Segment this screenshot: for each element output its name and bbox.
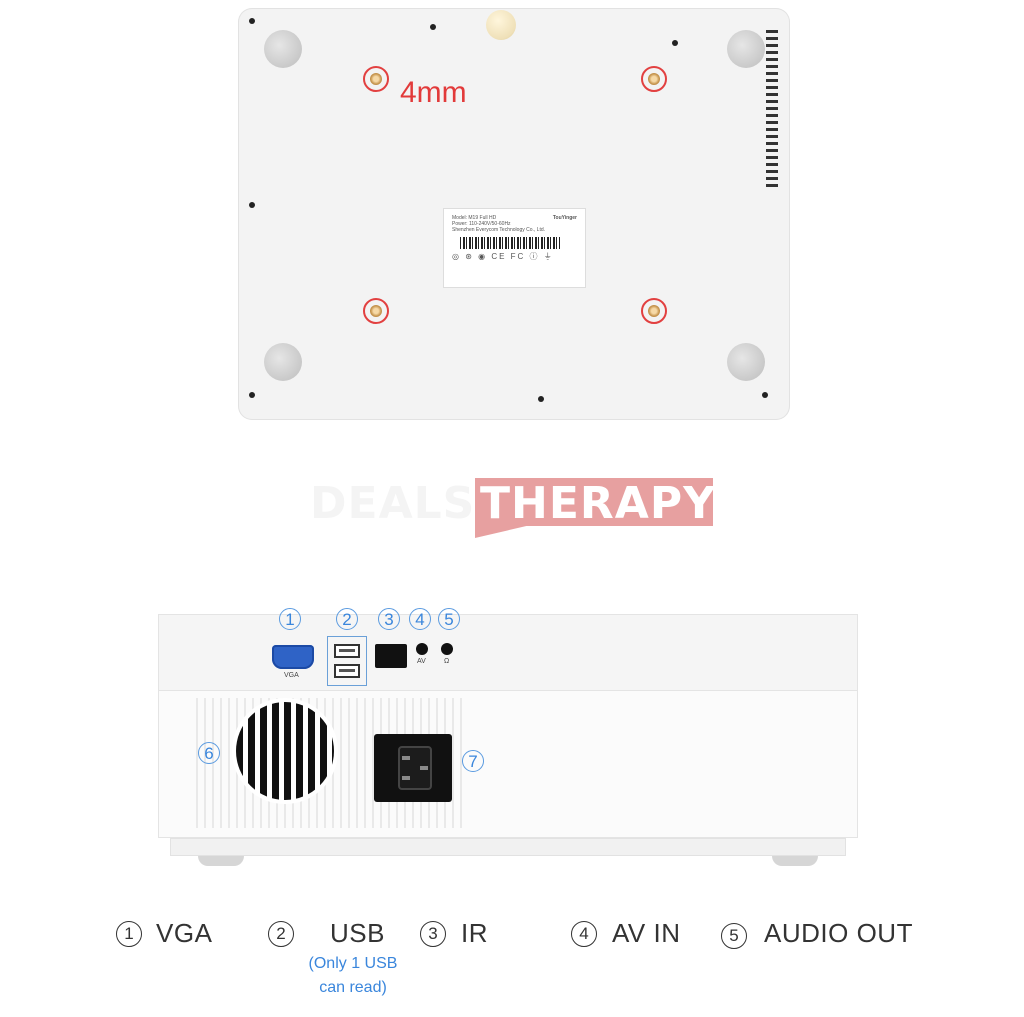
- audio-jack-label: Ω: [444, 658, 450, 665]
- screw: [249, 392, 255, 398]
- label-line-power: Power: 110-240V/50-60Hz: [452, 221, 511, 227]
- legend-text-ir: IR: [461, 918, 488, 948]
- screw: [538, 396, 544, 402]
- legend-text-vga: VGA: [156, 918, 213, 948]
- callout-4: 4: [409, 608, 431, 630]
- legend-text-audio-out: AUDIO OUT: [764, 918, 913, 948]
- vga-port: [272, 645, 314, 669]
- watermark-deals: DEALS: [310, 478, 476, 529]
- ir-receiver: [375, 644, 407, 668]
- watermark-banner-tail: [475, 524, 535, 538]
- screw: [430, 24, 436, 30]
- callout-6: 6: [198, 742, 220, 764]
- legend-num-1: 1: [116, 921, 142, 947]
- screw: [249, 202, 255, 208]
- usb-ports: [327, 636, 367, 686]
- rear-panel-base: [170, 838, 846, 856]
- audio-jack: [441, 643, 453, 655]
- label-brand: TouYinger: [552, 215, 577, 221]
- callout-5: 5: [438, 608, 460, 630]
- rubber-foot: [264, 30, 302, 68]
- rubber-foot: [727, 343, 765, 381]
- barcode: [460, 237, 560, 249]
- product-label-plate: Model: M19 Full HD TouYinger Power: 110-…: [443, 208, 586, 288]
- rubber-foot: [772, 856, 818, 866]
- side-vent: [766, 30, 778, 190]
- callout-2: 2: [336, 608, 358, 630]
- mount-hole: [363, 298, 389, 324]
- certification-icons: ◎ ⊛ ◉ CE FC ⓘ ⏚: [452, 252, 554, 261]
- callout-3: 3: [378, 608, 400, 630]
- watermark-banner: [475, 478, 713, 526]
- vga-port-label: VGA: [284, 672, 299, 679]
- usb-note-line1: (Only 1 USB: [308, 955, 398, 972]
- rubber-foot: [727, 30, 765, 68]
- rubber-foot: [264, 343, 302, 381]
- legend-num-3: 3: [420, 921, 446, 947]
- usb-note-line2: can read): [319, 979, 387, 996]
- legend-num-2: 2: [268, 921, 294, 947]
- av-jack-label: AV: [417, 658, 426, 665]
- callout-7: 7: [462, 750, 484, 772]
- screw: [762, 392, 768, 398]
- legend-num-4: 4: [571, 921, 597, 947]
- mount-hole: [363, 66, 389, 92]
- usb-port: [334, 644, 360, 658]
- legend-num-5: 5: [721, 923, 747, 949]
- mount-size-label: 4mm: [400, 76, 467, 109]
- callout-1: 1: [279, 608, 301, 630]
- usb-port: [334, 664, 360, 678]
- cooling-fan: [232, 698, 338, 804]
- legend-text-av-in: AV IN: [612, 918, 681, 948]
- label-line-model: Model: M19 Full HD: [452, 215, 497, 221]
- label-line-maker: Shenzhen Everycom Technology Co., Ltd.: [452, 227, 546, 233]
- power-socket: [374, 734, 452, 802]
- mount-hole: [641, 298, 667, 324]
- mount-hole: [641, 66, 667, 92]
- av-jack: [416, 643, 428, 655]
- focus-knob: [486, 10, 516, 40]
- screw: [249, 18, 255, 24]
- usb-note: (Only 1 USB can read): [296, 952, 410, 1000]
- legend-text-usb: USB: [330, 918, 385, 948]
- screw: [672, 40, 678, 46]
- rear-panel-top: [158, 614, 858, 690]
- watermark-therapy: THERAPY: [480, 478, 716, 529]
- rubber-foot: [198, 856, 244, 866]
